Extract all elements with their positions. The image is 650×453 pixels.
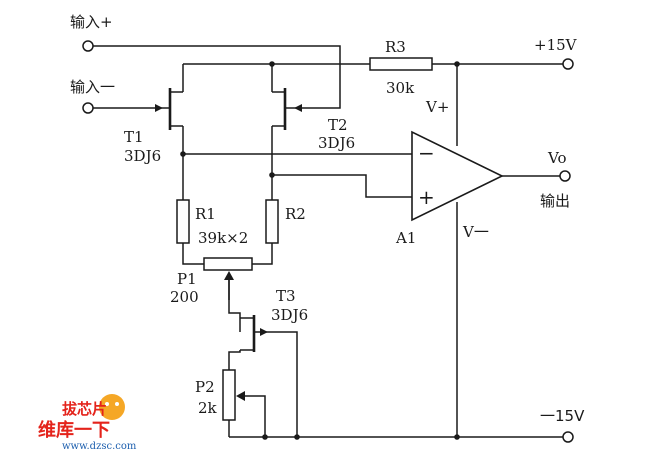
op-amp-a1: − +	[411, 130, 504, 222]
t1-transistor	[155, 88, 183, 130]
t2-type: 3DJ6	[318, 134, 355, 152]
r-pair-value: 39k×2	[198, 229, 248, 247]
op-amp-minus-sign: −	[418, 141, 435, 165]
input-plus-label: 输入+	[70, 13, 113, 31]
a1-label: A1	[395, 229, 416, 247]
plus15-terminal	[562, 58, 574, 70]
watermark-line2: 维库一下	[38, 419, 110, 441]
r3-value: 30k	[386, 79, 415, 97]
chip-mascot-icon	[99, 394, 125, 420]
vo-label: Vo	[547, 149, 567, 167]
watermark-line1: 拔芯片	[62, 400, 107, 418]
minus15-label: 一15V	[540, 407, 585, 425]
p2-label: P2	[195, 378, 215, 396]
minus15-terminal	[562, 431, 574, 443]
watermark-logo: 拔芯片 维库一下 www.dzsc.com	[38, 394, 137, 452]
p1-value: 200	[170, 288, 199, 306]
r2-label: R2	[285, 205, 306, 223]
r2-resistor	[265, 199, 279, 244]
t2-label: T2	[328, 116, 348, 134]
input-plus-terminal	[82, 40, 94, 52]
p2-potentiometer	[222, 369, 245, 421]
vminus-label: V一	[462, 223, 489, 241]
t3-label: T3	[276, 287, 296, 305]
junctions	[180, 61, 460, 440]
p2-value: 2k	[198, 399, 218, 417]
labels: 输入+ 输入一 R3 30k +15V V+ T1 3DJ6 T2 3DJ6 V…	[70, 13, 585, 425]
t2-transistor	[272, 88, 302, 130]
op-amp-plus-sign: +	[418, 185, 435, 209]
r1-label: R1	[195, 205, 216, 223]
t3-type: 3DJ6	[271, 306, 308, 324]
input-minus-terminal	[82, 102, 94, 114]
wires	[93, 45, 563, 438]
input-minus-label: 输入一	[70, 78, 115, 96]
p1-label: P1	[177, 270, 197, 288]
plus15-label: +15V	[534, 36, 578, 54]
r1-resistor	[176, 199, 190, 244]
t3-transistor	[240, 315, 268, 352]
watermark-url: www.dzsc.com	[62, 441, 137, 452]
r3-resistor	[369, 57, 433, 71]
output-terminal	[559, 170, 571, 182]
t1-type: 3DJ6	[124, 147, 161, 165]
output-label: 输出	[540, 192, 570, 210]
p1-potentiometer	[203, 257, 253, 300]
terminals	[82, 40, 574, 443]
r3-label: R3	[385, 38, 406, 56]
vplus-label: V+	[425, 98, 449, 116]
t1-label: T1	[124, 128, 144, 146]
